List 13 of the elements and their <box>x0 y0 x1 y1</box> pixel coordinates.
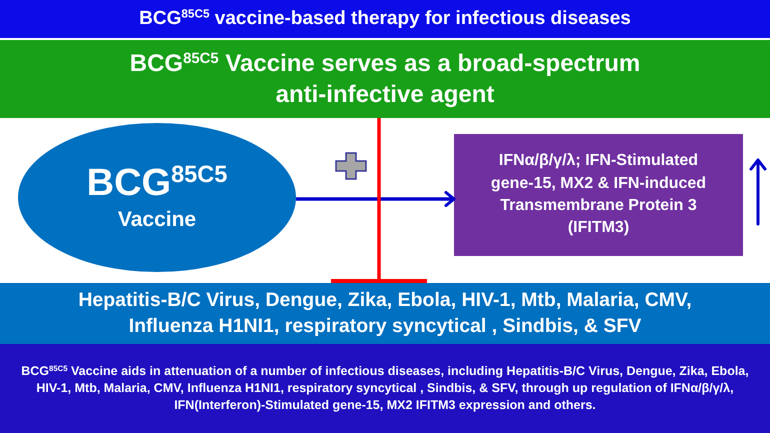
node-subtitle: Vaccine <box>118 206 196 233</box>
band-text: Hepatitis-B/C Virus, Dengue, Zika, Ebola, HIV-1, Mtb, Malaria, CMV, Influenza H1NI1, respiratory syncytical , Sindbis, & SFV <box>77 288 693 338</box>
node-title: BCG$^{85C5}$ <box>86 162 228 206</box>
inhibition-line <box>329 118 429 283</box>
process-box <box>454 134 743 256</box>
band-text: BCG$^{85C5}$ Vaccine serves as a broad-spectrum anti-infective agent <box>128 48 642 110</box>
headline-band <box>0 40 770 118</box>
box-text: IFNα/β/γ/λ; IFN-Stimulated gene-15, MX2 & IFN-induced Transmembrane Protein 3 (IFITM3) <box>490 151 708 238</box>
arrow <box>296 191 456 207</box>
caption-banner: BCG$^{85C5}$ Vaccine aids in attenuation of a number of infectious diseases, including Hepatitis-B/C Virus, Dengue, Zika, Ebola, HIV-1, Mtb, Malaria, CMV, Influenza H1NI1, respiratory syncytical , Sindbis, & SFV, through up regulation of IFNα/β/γ/λ, IFN(Interferon)-Stimulated gene-15, MX2 IFITM3 expression and others. <box>0 344 770 433</box>
disease-band <box>0 283 770 344</box>
title-banner: BCG$^{85C5}$ vaccine-based therapy for infectious diseases <box>0 0 770 38</box>
vaccine-ellipse <box>18 123 296 272</box>
